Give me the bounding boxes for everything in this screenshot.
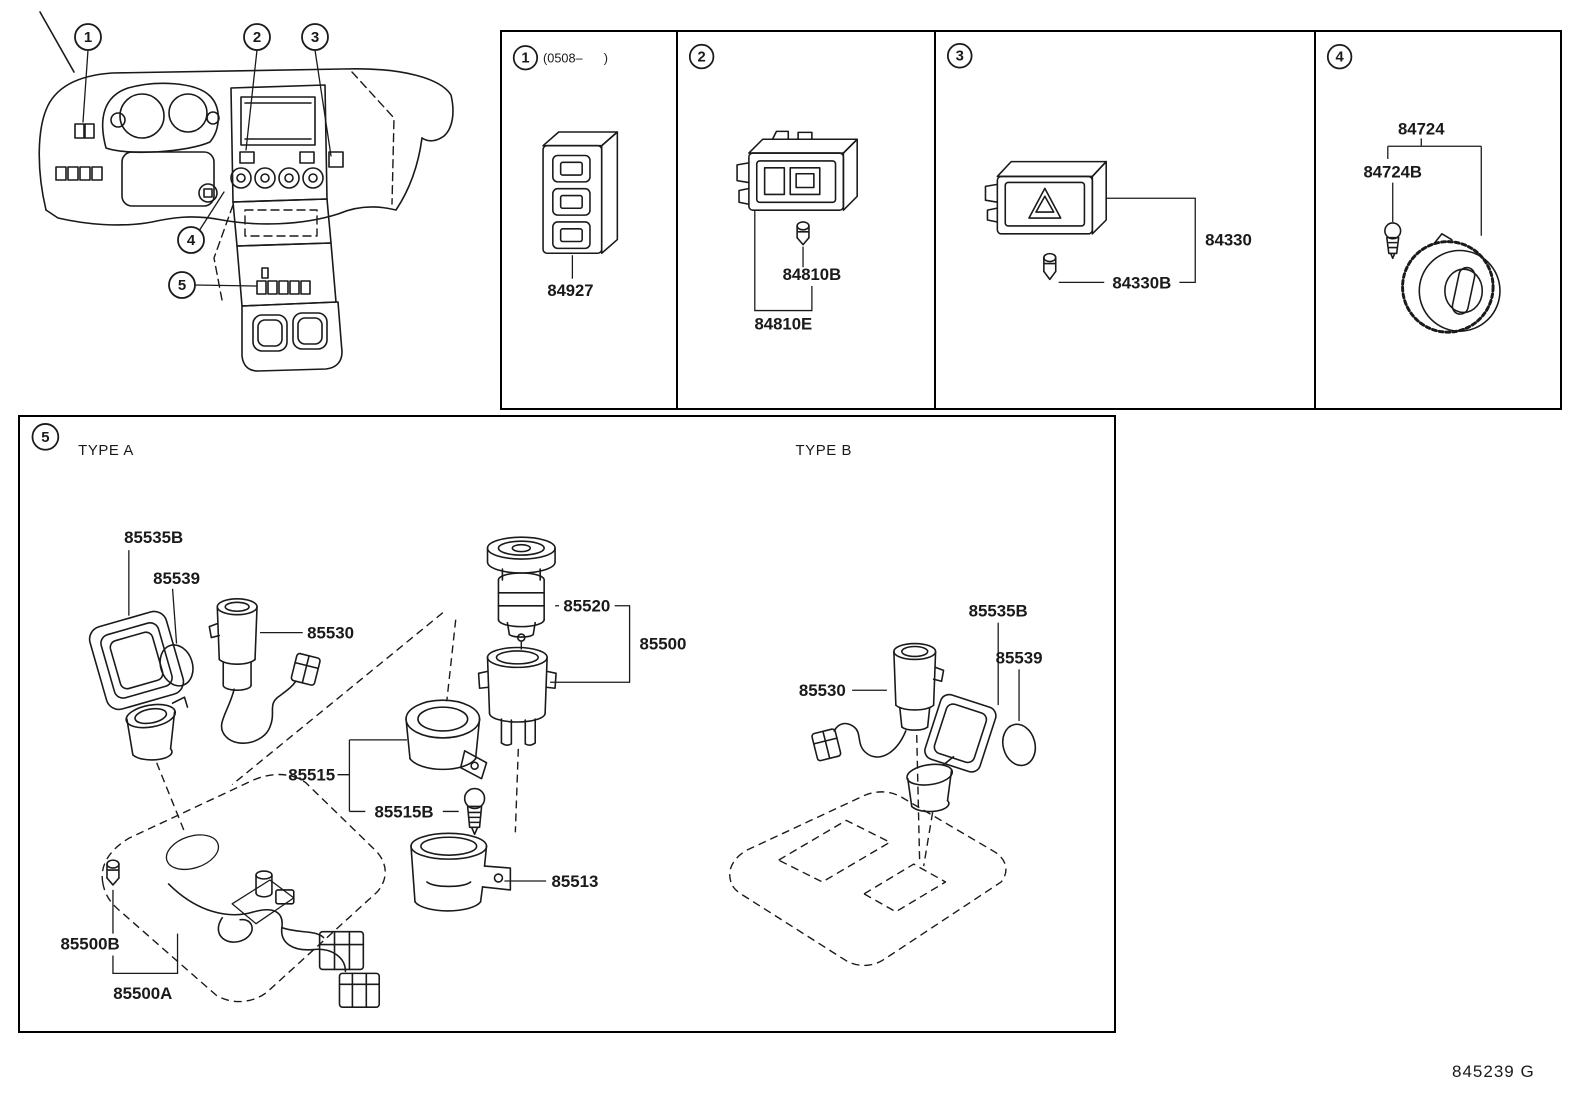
panel-2: 2 84810B	[678, 30, 936, 410]
dashboard-overview-illustration: 1 2 3 4 5	[38, 11, 454, 372]
part-number-85515B: 85515B	[374, 802, 433, 821]
diagram-code: 845239 G	[1452, 1062, 1535, 1081]
bulb-84330B-drawing	[1043, 252, 1057, 281]
panel3-callout: 3	[946, 42, 973, 69]
callout-badge-3: 3	[311, 29, 319, 46]
part-number-85500B: 85500B	[61, 935, 120, 954]
part-number-84724: 84724	[1398, 119, 1445, 138]
panel-5: 5 TYPE A TYPE B 85535B 85539 85530 85520…	[18, 415, 1116, 1033]
screw-85500B-drawing	[106, 859, 120, 886]
console-a-drawing	[101, 773, 386, 1003]
hazard-switch-84330-drawing	[984, 160, 1107, 235]
callout-badge-1: 1	[84, 29, 92, 46]
part-number-85530-b: 85530	[799, 681, 846, 700]
part-number-84330B: 84330B	[1112, 273, 1171, 292]
part-number-85535B-b: 85535B	[969, 602, 1028, 621]
part-number-85515: 85515	[288, 766, 335, 785]
panel5-callout: 5	[31, 423, 60, 451]
panel1-callout: 1	[512, 45, 539, 71]
panel4-callout: 4	[1326, 44, 1353, 70]
housing-85513-drawing	[410, 832, 512, 912]
cover-85535B-b-drawing	[906, 693, 997, 813]
socket-85500-drawing	[477, 646, 557, 746]
panel-4: 4 84724 84724B	[1316, 30, 1562, 410]
bulb-84724B-drawing	[1384, 222, 1402, 260]
lighter-85530-a-drawing	[208, 598, 321, 744]
plug-85520-drawing	[486, 536, 556, 642]
part-number-84724B: 84724B	[1363, 163, 1422, 182]
harness-85500A-drawing	[167, 870, 381, 1008]
dashboard-illustration	[38, 11, 454, 372]
callout-2: 2	[243, 23, 271, 151]
callout-badge: 3	[956, 49, 964, 65]
part-number-84330: 84330	[1205, 231, 1252, 250]
part-number-85539-a: 85539	[153, 569, 200, 588]
lighter-85530-b-drawing	[811, 642, 945, 762]
part-number-85500A: 85500A	[113, 984, 172, 1003]
packing-85539-a-drawing	[159, 644, 194, 687]
packing-85539-b-drawing	[1001, 723, 1037, 767]
callout-3: 3	[301, 23, 332, 157]
switch-84927-drawing	[542, 131, 619, 255]
panel-1: 1 (0508– ) 84927	[500, 30, 678, 410]
panel2-callout: 2	[688, 43, 715, 70]
part-number-85530-a: 85530	[307, 624, 354, 643]
bulb-85515B-drawing	[463, 787, 486, 836]
type-b-heading: TYPE B	[796, 443, 853, 459]
callout-4: 4	[177, 191, 225, 254]
part-number-84810E: 84810E	[755, 314, 813, 333]
callout-badge-4: 4	[187, 232, 196, 249]
panel-3: 3 84330 84330B	[936, 30, 1316, 410]
part-number-85539-b: 85539	[996, 648, 1043, 667]
cover-85535B-a-drawing	[88, 610, 189, 761]
part-number-85535B-a: 85535B	[124, 528, 183, 547]
callout-1: 1	[74, 23, 102, 123]
callout-badge-5: 5	[178, 277, 186, 294]
switch-84810E-drawing	[736, 130, 858, 211]
callout-badge: 2	[698, 49, 706, 65]
console-b-drawing	[729, 791, 1007, 967]
callout-badge-2: 2	[253, 29, 261, 46]
callout-badge: 1	[521, 51, 529, 67]
callout-5: 5	[168, 271, 257, 299]
knob-84724-drawing	[1401, 232, 1501, 334]
part-number-84810B: 84810B	[783, 265, 842, 284]
bulb-84810B-drawing	[796, 221, 810, 246]
ring-85515-drawing	[405, 699, 488, 780]
part-number-85520: 85520	[563, 597, 610, 616]
part-number-85500: 85500	[640, 634, 687, 653]
part-number-84927: 84927	[547, 281, 593, 300]
date-range-note: (0508– )	[543, 52, 608, 66]
callout-badge: 4	[1336, 50, 1345, 66]
callout-badge: 5	[41, 430, 49, 446]
part-number-85513: 85513	[551, 872, 598, 891]
type-a-heading: TYPE A	[78, 443, 134, 459]
